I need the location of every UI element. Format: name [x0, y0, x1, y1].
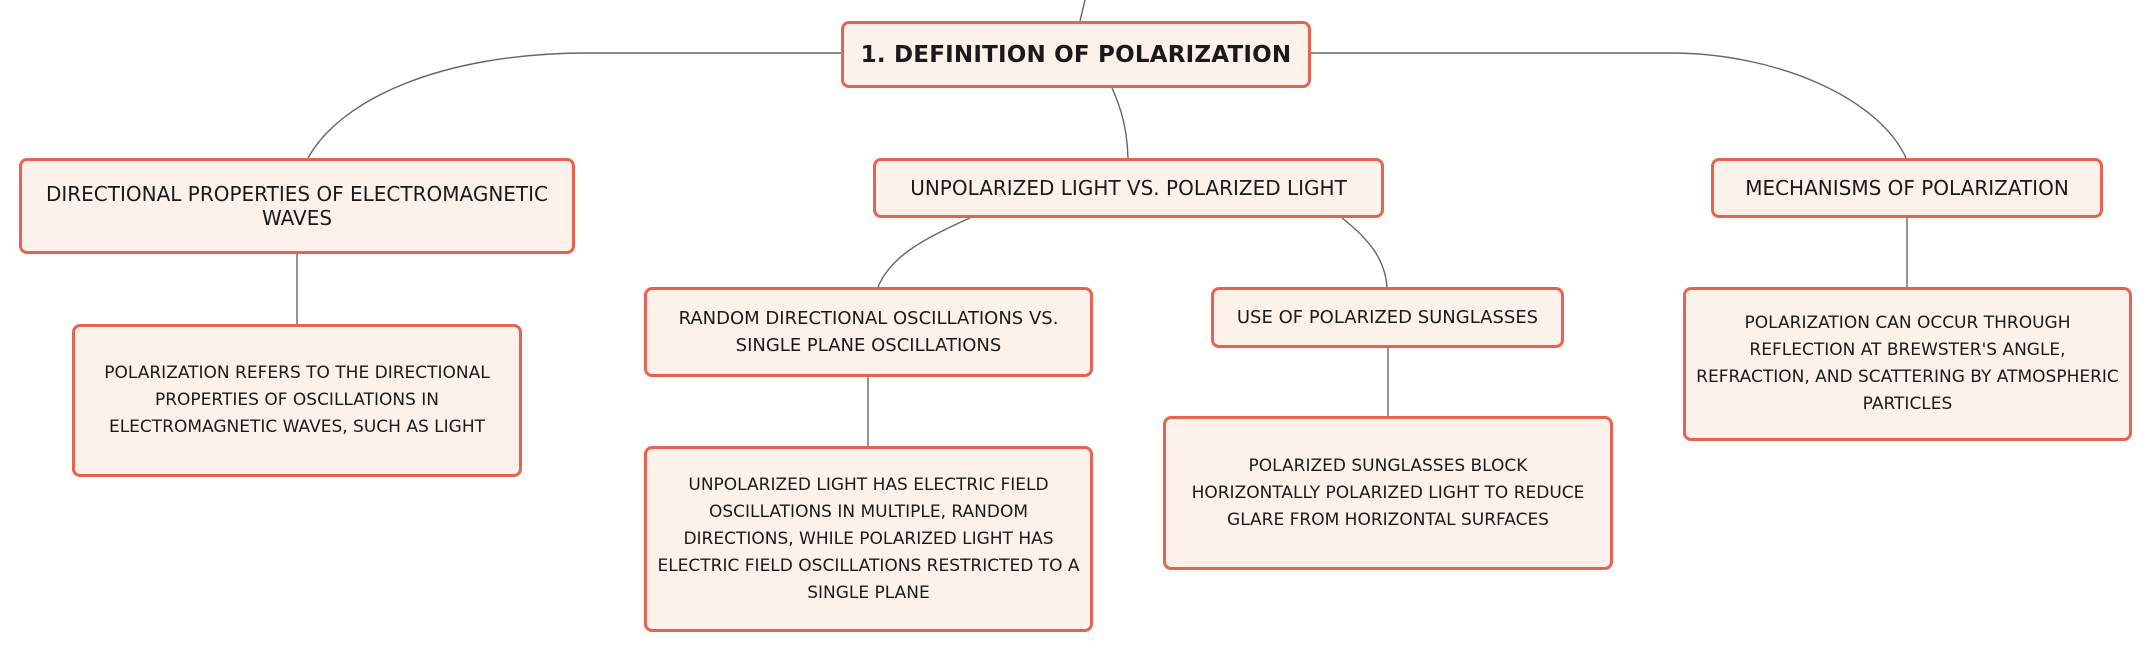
- sub-node-polarized-sunglasses[interactable]: USE OF POLARIZED SUNGLASSES: [1211, 287, 1564, 348]
- detail-node-text: POLARIZATION REFERS TO THE DIRECTIONAL P…: [104, 363, 490, 437]
- sub-node-random-vs-single-plane[interactable]: RANDOM DIRECTIONAL OSCILLATIONS VS. SING…: [644, 287, 1093, 377]
- branch-node-directional-properties[interactable]: DIRECTIONAL PROPERTIES OF ELECTROMAGNETI…: [19, 158, 575, 254]
- branch-node-mechanisms[interactable]: MECHANISMS OF POLARIZATION: [1711, 158, 2103, 218]
- connector-root-to-unpolarized: [1111, 87, 1129, 159]
- branch-node-label: UNPOLARIZED LIGHT VS. POLARIZED LIGHT: [910, 176, 1347, 200]
- detail-node-directional-definition[interactable]: POLARIZATION REFERS TO THE DIRECTIONAL P…: [72, 324, 522, 477]
- connector-parent-to-root: [1079, 0, 1086, 22]
- detail-node-text: POLARIZATION CAN OCCUR THROUGH REFLECTIO…: [1696, 313, 2119, 414]
- branch-node-unpolarized-vs-polarized[interactable]: UNPOLARIZED LIGHT VS. POLARIZED LIGHT: [873, 158, 1384, 218]
- root-node-label: 1. DEFINITION OF POLARIZATION: [860, 41, 1292, 68]
- connector-root-to-mechanisms: [1310, 52, 1907, 159]
- sub-node-label: RANDOM DIRECTIONAL OSCILLATIONS VS. SING…: [678, 308, 1059, 356]
- detail-node-text: UNPOLARIZED LIGHT HAS ELECTRIC FIELD OSC…: [657, 474, 1080, 603]
- detail-node-sunglasses-explanation[interactable]: POLARIZED SUNGLASSES BLOCK HORIZONTALLY …: [1163, 416, 1613, 570]
- branch-node-label: MECHANISMS OF POLARIZATION: [1745, 176, 2069, 200]
- detail-node-unpolarized-explanation[interactable]: UNPOLARIZED LIGHT HAS ELECTRIC FIELD OSC…: [644, 446, 1093, 632]
- root-node[interactable]: 1. DEFINITION OF POLARIZATION: [841, 21, 1311, 88]
- connector-unpolarized-to-random: [877, 217, 971, 288]
- sub-node-label: USE OF POLARIZED SUNGLASSES: [1236, 307, 1539, 328]
- branch-node-label: DIRECTIONAL PROPERTIES OF ELECTROMAGNETI…: [45, 182, 549, 230]
- detail-node-mechanisms[interactable]: POLARIZATION CAN OCCUR THROUGH REFLECTIO…: [1683, 287, 2132, 441]
- connector-root-to-directional: [307, 52, 841, 159]
- detail-node-text: POLARIZED SUNGLASSES BLOCK HORIZONTALLY …: [1191, 455, 1585, 530]
- connector-unpolarized-to-sunglasses: [1341, 217, 1388, 288]
